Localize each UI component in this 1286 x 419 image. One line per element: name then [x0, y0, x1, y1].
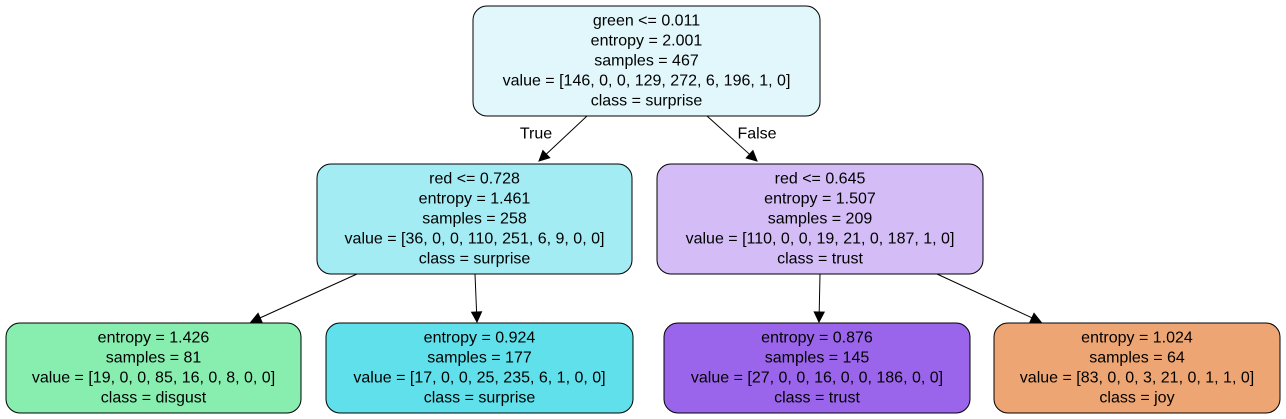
edge-n2-n6 [936, 273, 1043, 323]
node-box [656, 163, 984, 275]
node-line: samples = 258 [422, 211, 527, 228]
node-line: entropy = 0.876 [761, 330, 873, 347]
node-line: entropy = 1.426 [98, 330, 210, 347]
tree-node-n6: entropy = 1.024 samples = 64 value = [83, … [993, 322, 1281, 414]
node-line: samples = 64 [1089, 350, 1185, 367]
edge-n1-n3 [249, 273, 358, 323]
edge-line [259, 273, 358, 319]
node-line: value = [27, 0, 0, 16, 0, 0, 186, 0, 0] [691, 370, 943, 387]
node-line: value = [146, 0, 0, 129, 272, 6, 196, 1,… [503, 73, 791, 90]
node-line: value = [83, 0, 0, 3, 21, 0, 1, 1, 0] [1020, 370, 1254, 387]
edge-line [545, 115, 588, 155]
node-line: class = trust [777, 251, 863, 268]
edge-line [936, 273, 1033, 319]
node-box [993, 322, 1281, 414]
node-line: class = joy [1099, 390, 1174, 407]
node-line: entropy = 1.461 [419, 191, 531, 208]
node-line: samples = 81 [106, 350, 202, 367]
edge-n2-n5 [813, 273, 826, 324]
tree-node-n5: entropy = 0.876 samples = 145 value = [27,… [663, 322, 971, 414]
edges-layer: True False [249, 115, 1043, 324]
edge-n1-n4 [470, 273, 483, 324]
node-box [472, 5, 821, 117]
node-line: value = [17, 0, 0, 25, 235, 6, 1, 0, 0] [353, 370, 605, 387]
arrowhead-icon [813, 311, 826, 324]
tree-node-n4: entropy = 0.924 samples = 177 value = [17,… [325, 322, 634, 414]
node-line: samples = 145 [765, 350, 870, 367]
node-line: class = surprise [591, 93, 703, 110]
node-line: value = [36, 0, 0, 110, 251, 6, 9, 0, 0] [345, 231, 605, 248]
arrowhead-icon [1029, 312, 1043, 323]
node-box [325, 322, 634, 414]
node-line: class = surprise [419, 251, 531, 268]
edge-line [474, 273, 478, 313]
node-line: red <= 0.728 [429, 171, 520, 188]
node-line: samples = 177 [427, 350, 532, 367]
node-line: red <= 0.645 [775, 171, 866, 188]
arrowhead-icon [470, 311, 483, 324]
edge-n0-n2: False [706, 115, 777, 162]
nodes-layer: green <= 0.011 entropy = 2.001 samples = 4… [5, 5, 1281, 414]
tree-node-n1: red <= 0.728 entropy = 1.461 samples = 258… [316, 163, 633, 275]
tree-node-n2: red <= 0.645 entropy = 1.507 samples = 209… [656, 163, 984, 275]
node-line: samples = 467 [594, 53, 699, 70]
node-box [316, 163, 633, 275]
node-box [663, 322, 971, 414]
arrowhead-icon [538, 149, 551, 162]
node-line: green <= 0.011 [593, 13, 700, 30]
node-line: class = surprise [424, 390, 536, 407]
node-line: entropy = 1.507 [764, 191, 876, 208]
arrowhead-icon [249, 312, 263, 323]
node-line: class = trust [774, 390, 860, 407]
edge-line [818, 273, 821, 313]
tree-node-n3: entropy = 1.426 samples = 81 value = [19, … [5, 322, 302, 414]
edge-n0-n1: True [520, 115, 588, 162]
node-line: samples = 209 [768, 211, 873, 228]
node-line: class = disgust [101, 390, 207, 407]
node-line: value = [19, 0, 0, 85, 16, 0, 8, 0, 0] [32, 370, 275, 387]
edge-label-true: True [520, 126, 552, 143]
node-box [5, 322, 302, 414]
node-line: value = [110, 0, 0, 19, 21, 0, 187, 1, 0… [686, 231, 955, 248]
arrowhead-icon [745, 149, 758, 162]
edge-label-false: False [737, 126, 776, 143]
node-line: entropy = 1.024 [1081, 330, 1193, 347]
tree-node-n0: green <= 0.011 entropy = 2.001 samples = 4… [472, 5, 821, 117]
node-line: entropy = 2.001 [591, 33, 703, 50]
node-line: entropy = 0.924 [424, 330, 536, 347]
edge-line [706, 115, 750, 155]
